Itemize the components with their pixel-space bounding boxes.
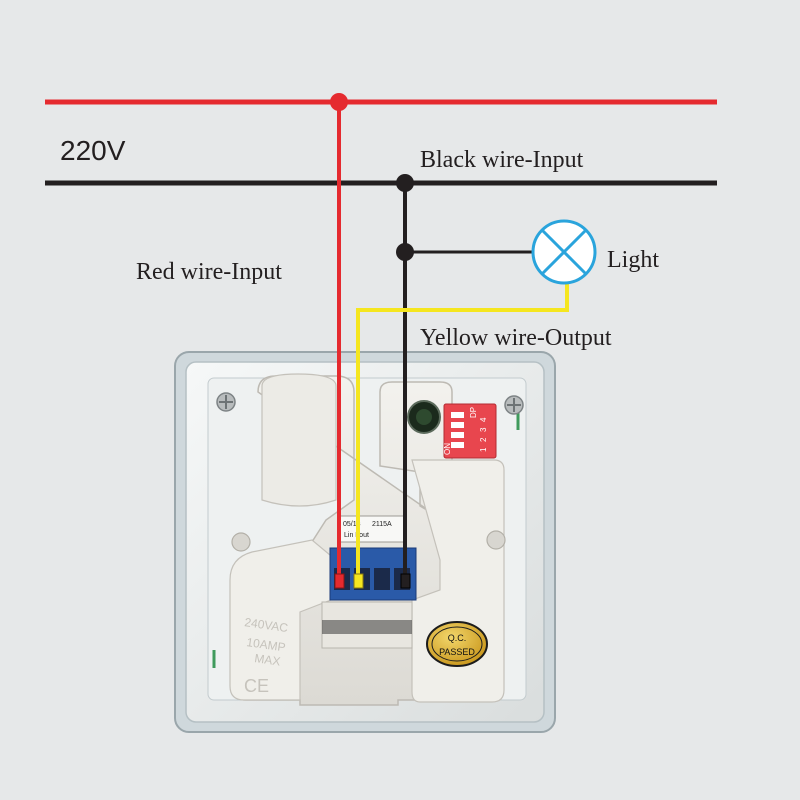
mounting-hole xyxy=(231,532,251,552)
junction-red xyxy=(330,93,348,111)
left-lower-block xyxy=(229,539,337,701)
light-label: Light xyxy=(607,247,659,273)
terminal-text-1: 05/13 xyxy=(343,521,361,528)
rating-voltage: 240VAC xyxy=(244,615,290,635)
dip-number-4: 4 xyxy=(479,417,488,422)
rating-amp: 10AMP xyxy=(246,635,287,654)
light-bulb-symbol xyxy=(531,219,597,285)
terminal-grid-strip xyxy=(322,620,412,634)
dip-lever-1[interactable] xyxy=(451,412,464,418)
terminal-text-2: 2115A xyxy=(372,521,392,528)
dip-lever-2[interactable] xyxy=(451,422,464,428)
dip-lever-3[interactable] xyxy=(451,432,464,438)
left-housing xyxy=(261,373,337,507)
yellow-wire-end xyxy=(353,573,364,589)
junction-black-light xyxy=(396,243,414,261)
red-wire-end xyxy=(334,573,345,589)
screw-icon xyxy=(216,392,236,412)
yellow-wire-label: Yellow wire-Output xyxy=(420,325,612,351)
mounting-hole xyxy=(486,530,506,550)
qc-label-top: Q.C. xyxy=(448,633,467,643)
red-wire-label: Red wire-Input xyxy=(136,259,282,285)
wires xyxy=(45,93,717,589)
rating-max: MAX xyxy=(254,651,282,668)
sensor-lens-core xyxy=(416,409,432,425)
dip-label-on: ON xyxy=(443,443,452,455)
screw-icon xyxy=(504,395,524,415)
black-wire-end xyxy=(400,573,411,589)
yellow-wire-output xyxy=(356,277,569,587)
dip-number-2: 2 xyxy=(479,437,488,442)
dip-lever-4[interactable] xyxy=(451,442,464,448)
voltage-label: 220V xyxy=(60,135,126,166)
terminal-slot-3 xyxy=(374,568,390,590)
qc-passed-sticker: Q.C. PASSED xyxy=(426,621,488,667)
sensor-switch-device: ON DP 1 2 3 4 05/13 2115A Lin Lout 240VA… xyxy=(174,351,556,733)
dip-number-3: 3 xyxy=(479,427,488,432)
dip-label-dp: DP xyxy=(469,407,478,418)
qc-label-bottom: PASSED xyxy=(439,647,475,657)
black-wire-label: Black wire-Input xyxy=(420,147,584,173)
junction-black-main xyxy=(396,174,414,192)
dip-switch[interactable]: ON DP 1 2 3 4 xyxy=(443,403,497,459)
ce-mark-icon: CE xyxy=(244,676,269,696)
dip-number-1: 1 xyxy=(479,447,488,452)
